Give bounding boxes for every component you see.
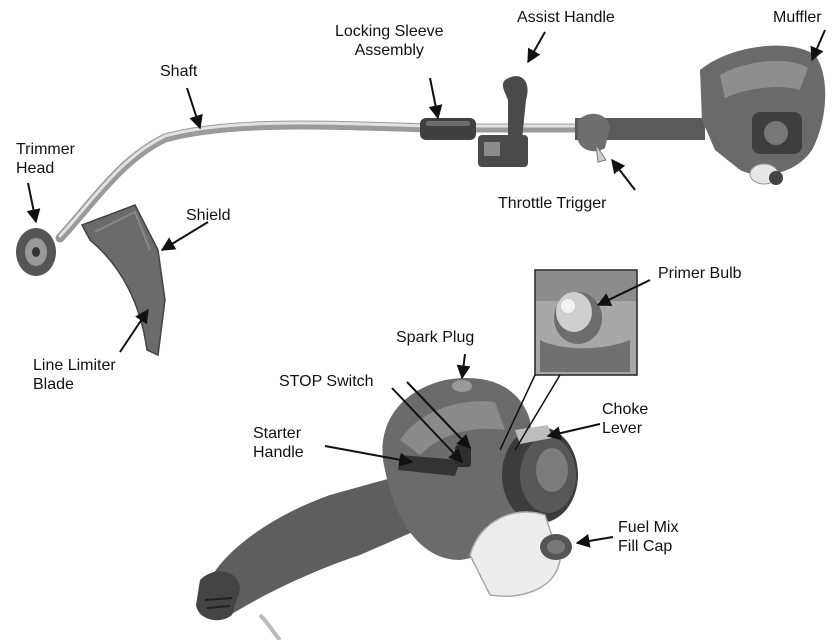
label-primer-bulb: Primer Bulb [658, 264, 742, 283]
engine-closeup [196, 378, 578, 640]
engine-top [700, 46, 825, 185]
trimmer-head [16, 228, 56, 276]
trimmer-illustration [16, 46, 825, 355]
primer-bulb-inset [535, 270, 637, 375]
assist-handle [478, 76, 528, 167]
label-shaft: Shaft [160, 62, 197, 81]
label-muffler: Muffler [773, 8, 822, 27]
label-spark-plug: Spark Plug [396, 328, 474, 347]
shield [82, 205, 165, 355]
label-stop-switch: STOP Switch [279, 372, 374, 391]
label-assist-handle: Assist Handle [517, 8, 615, 27]
label-shield: Shield [186, 206, 230, 225]
label-throttle-trigger: Throttle Trigger [498, 194, 606, 213]
